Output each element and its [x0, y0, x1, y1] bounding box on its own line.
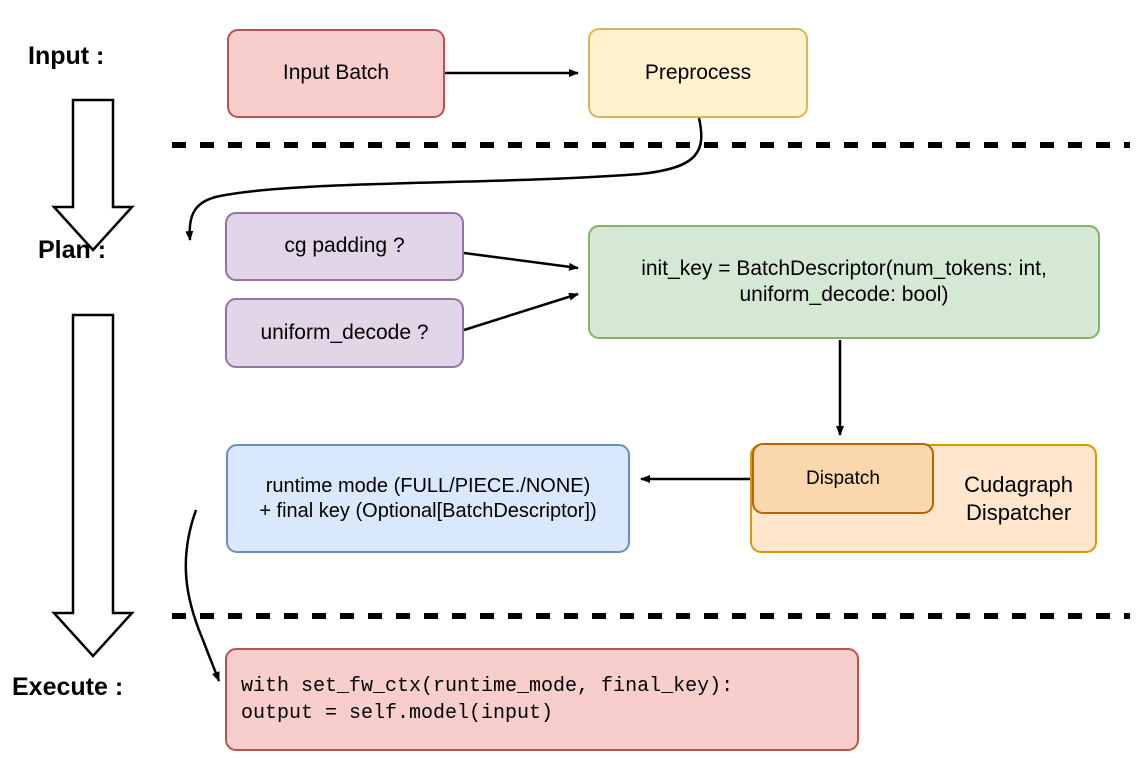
cg-padding-to-init-key-arrow — [463, 251, 579, 271]
input-to-plan-block-arrow — [51, 98, 135, 252]
stage-label-input: Input : — [28, 42, 105, 70]
stage-label-execute: Execute : — [12, 673, 124, 701]
node-cg-padding[interactable]: cg padding ? — [225, 212, 464, 281]
node-preprocess-label: Preprocess — [644, 60, 752, 84]
stage-label-plan: Plan : — [38, 236, 107, 264]
node-runtime-mode-label: runtime mode (FULL/PIECE./NONE) + final … — [259, 474, 597, 522]
node-dispatch-label: Dispatch — [806, 467, 880, 489]
plan-to-execute-block-arrow — [51, 313, 135, 658]
node-input-batch[interactable]: Input Batch — [227, 29, 445, 118]
uniform-decode-to-init-key-arrow — [463, 292, 579, 332]
node-input-batch-label: Input Batch — [282, 61, 390, 85]
node-runtime-mode[interactable]: runtime mode (FULL/PIECE./NONE) + final … — [226, 444, 630, 553]
node-init-key[interactable]: init_key = BatchDescriptor(num_tokens: i… — [588, 225, 1100, 339]
node-cg-padding-label: cg padding ? — [284, 234, 405, 258]
node-dispatch[interactable]: Dispatch — [752, 443, 934, 514]
node-execute-code-label: with set_fw_ctx(runtime_mode, final_key)… — [241, 674, 734, 725]
runtime-mode-to-execute-code-arrow — [184, 509, 221, 682]
node-init-key-label: init_key = BatchDescriptor(num_tokens: i… — [641, 256, 1047, 306]
node-uniform-decode-label: uniform_decode ? — [260, 320, 429, 344]
node-uniform-decode[interactable]: uniform_decode ? — [225, 298, 464, 368]
node-execute-code[interactable]: with set_fw_ctx(runtime_mode, final_key)… — [225, 648, 859, 751]
node-preprocess[interactable]: Preprocess — [588, 28, 808, 118]
node-cudagraph-dispatcher-label: Cudagraph Dispatcher — [964, 472, 1073, 525]
